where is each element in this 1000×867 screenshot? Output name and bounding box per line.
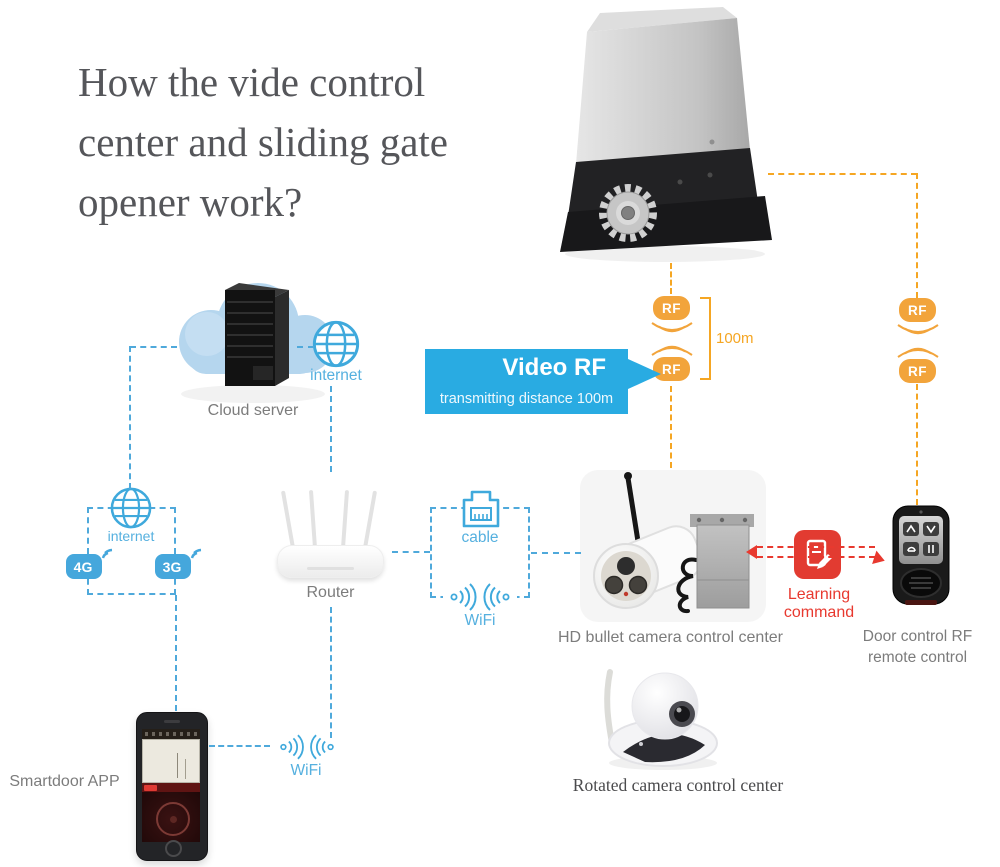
learning-arrow-right-icon xyxy=(872,550,887,568)
connector-gate-right xyxy=(768,173,917,175)
learning-label-line2: command xyxy=(783,604,855,621)
connector-gate-to-rf xyxy=(670,263,672,294)
connector-phone-to-wifi xyxy=(209,745,270,747)
wifi-icon xyxy=(443,583,517,611)
title-line-3: opener work? xyxy=(78,179,303,225)
callout-arrow-icon xyxy=(628,359,661,389)
wifi-bottom-label: WiFi xyxy=(290,762,322,779)
connector-rf-to-remote xyxy=(916,384,918,505)
rf-remote-icon xyxy=(892,505,950,605)
internet-top-label: internet xyxy=(310,367,362,384)
router-icon xyxy=(277,490,384,578)
video-rf-subtitle: transmitting distance 100m xyxy=(439,391,614,407)
distance-label: 100m xyxy=(716,330,754,347)
rotated-camera-icon xyxy=(604,669,718,770)
svg-text:4G: 4G xyxy=(74,559,93,575)
cloud-server-icon xyxy=(179,283,334,403)
cloud-server-label: Cloud server xyxy=(207,402,299,419)
wifi-icon xyxy=(280,734,334,760)
sliding-gate-opener-image xyxy=(560,7,772,262)
distance-bracket xyxy=(700,297,711,380)
rf-wave-icon xyxy=(897,324,939,358)
learning-label-line1: Learning xyxy=(787,586,851,603)
remote-label-line1: Door control RF xyxy=(862,628,973,645)
router-label: Router xyxy=(306,584,355,601)
ethernet-cable-icon xyxy=(462,490,500,528)
internet-globe-icon xyxy=(312,320,360,368)
connector-rf-to-camera xyxy=(670,386,672,468)
rf-wave-icon xyxy=(651,322,693,356)
rf-badge: RF xyxy=(653,296,690,320)
rf-badge: RF xyxy=(899,298,936,322)
title-line-1: How the vide control xyxy=(78,59,426,105)
4g-badge: 4G xyxy=(66,548,113,579)
rf-badge: RF xyxy=(899,359,936,383)
smartdoor-app-label: Smartdoor APP xyxy=(9,773,120,790)
video-rf-title: Video RF xyxy=(502,354,606,381)
title-line-2: center and sliding gate xyxy=(78,119,449,165)
internet-left-label: internet xyxy=(107,528,155,544)
connector-learning-top xyxy=(757,546,875,548)
video-rf-callout: Video RF transmitting distance 100m xyxy=(425,349,628,414)
connector-cloud-left xyxy=(130,346,177,348)
learning-arrow-left-icon xyxy=(746,545,757,559)
remote-label-line2: remote control xyxy=(867,649,968,666)
connector-cloud-to-left-internet xyxy=(129,346,131,489)
connector-router-to-wifi xyxy=(330,607,332,738)
hd-camera-label: HD bullet camera control center xyxy=(558,629,783,646)
connector-cloud-internet xyxy=(297,346,314,348)
smartphone-icon xyxy=(136,712,208,861)
3g-badge: 3G xyxy=(155,548,202,579)
rotated-camera-label: Rotated camera control center xyxy=(572,775,784,795)
connector-cable-to-camera xyxy=(531,552,581,554)
connector-box-to-phone xyxy=(175,595,177,711)
connector-gate-to-rf-right xyxy=(916,173,918,298)
svg-text:3G: 3G xyxy=(163,559,182,575)
connector-router-to-cable xyxy=(392,551,430,553)
gear-icon xyxy=(599,184,657,242)
wifi-mid-label: WiFi xyxy=(464,612,496,629)
cable-label: cable xyxy=(461,529,499,546)
page-title: How the vide control center and sliding … xyxy=(78,52,548,232)
connector-internet-to-router xyxy=(330,386,332,472)
hd-bullet-camera-icon xyxy=(580,470,766,622)
learning-command-icon xyxy=(794,530,841,579)
connector-learning-bottom xyxy=(757,556,875,558)
internet-globe-icon xyxy=(110,487,152,529)
